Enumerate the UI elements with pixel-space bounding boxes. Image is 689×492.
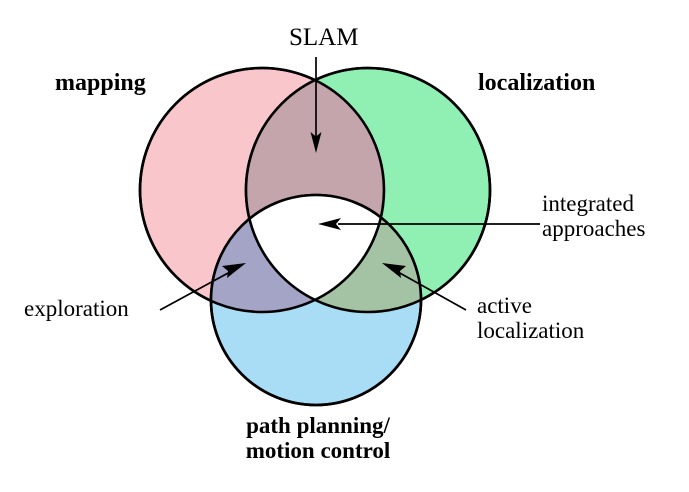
leader-lines [159,57,540,311]
leader-line-active-localization [397,271,467,311]
venn-outlines [138,66,492,407]
arrowhead-exploration [222,263,246,278]
label-active-localization: active localization [477,293,585,343]
outline-path-planning [209,193,423,407]
leader-line-exploration [159,271,231,311]
region-integrated-approaches [246,195,384,312]
label-path-planning: path planning/ motion control [245,413,391,463]
label-exploration: exploration [24,296,129,321]
outline-localization [244,66,492,314]
arrowhead-integrated [318,218,341,230]
arrowhead-slam [310,132,322,153]
label-slam: SLAM [289,24,359,51]
outline-mapping [138,66,386,314]
label-localization: localization [478,70,596,96]
label-integrated-approaches: integrated approaches [542,191,646,241]
arrowhead-active-localization [382,263,406,278]
label-mapping: mapping [55,70,146,96]
